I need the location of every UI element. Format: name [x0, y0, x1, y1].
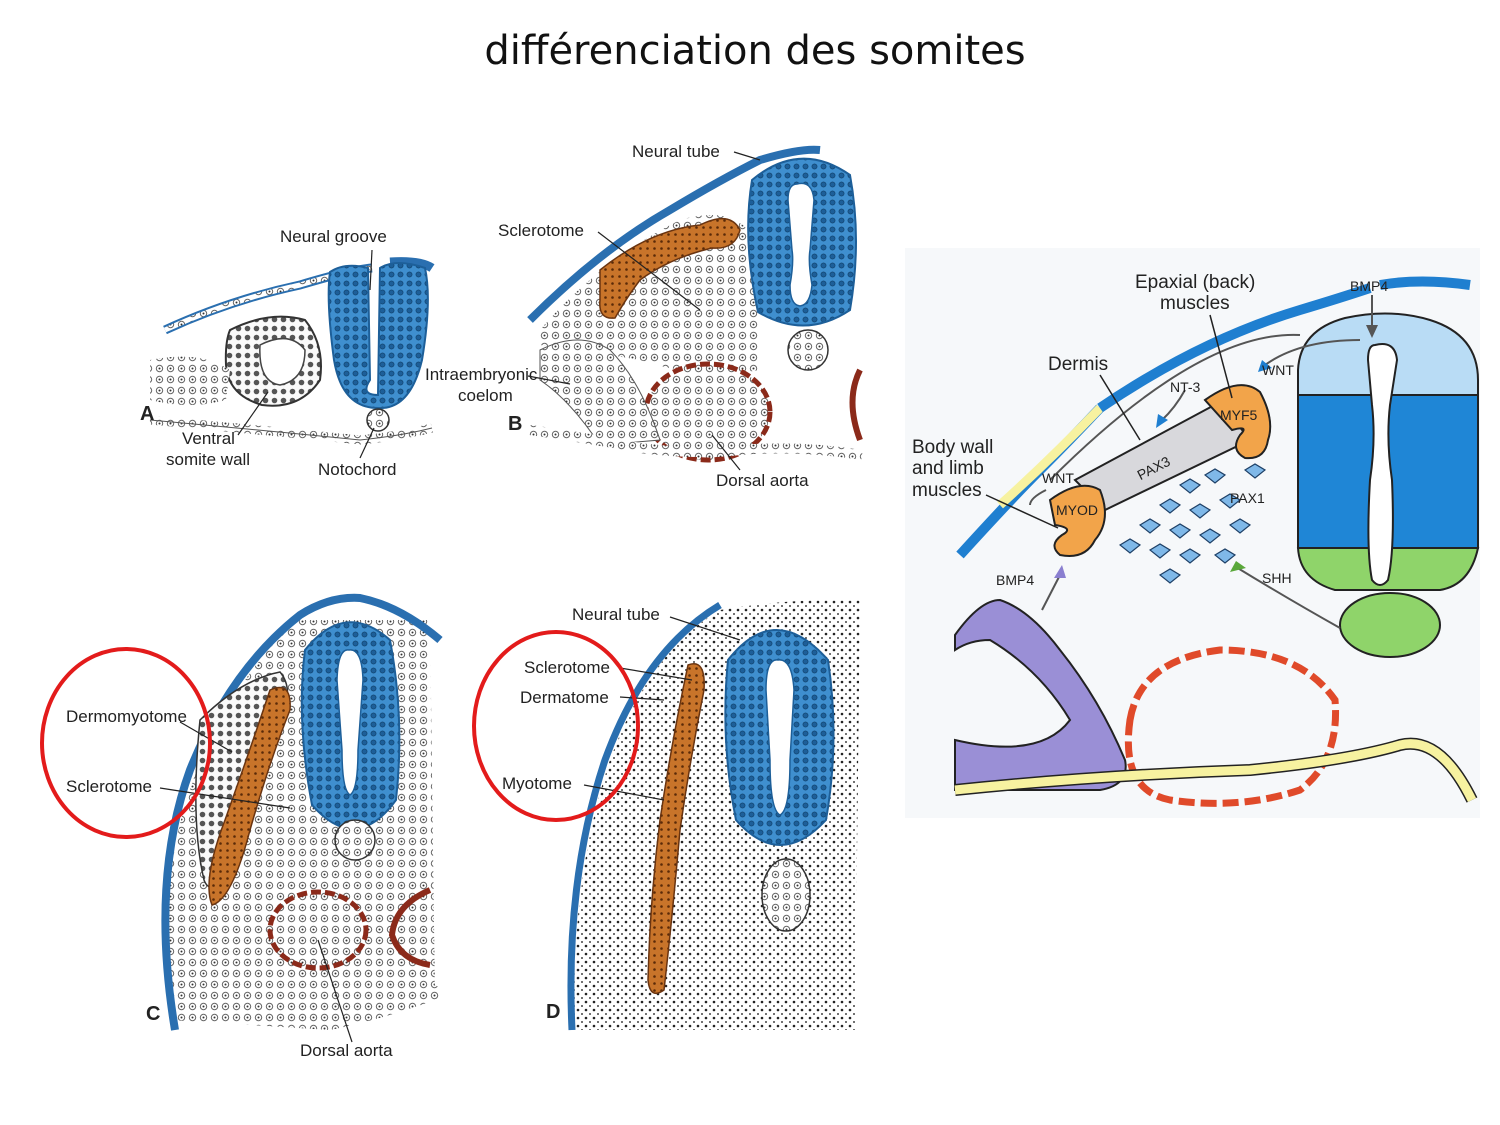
panel-d: Neural tube Sclerotome Dermatome Myotome…: [472, 599, 860, 1031]
label-neural-groove: Neural groove: [280, 227, 387, 246]
notochord-green: [1339, 592, 1441, 658]
coelom-b: [539, 339, 661, 446]
panel-letter-d: D: [546, 1001, 560, 1023]
ectoderm-b: [527, 145, 821, 323]
label-ventral-2: somite wall: [166, 450, 250, 469]
label-notochord: Notochord: [318, 460, 396, 479]
myotome-d: [647, 663, 705, 995]
highlight-circle-d: [472, 630, 640, 822]
notochord-b: [787, 329, 829, 371]
panel-letter-a: A: [140, 403, 154, 425]
signal-arrows: [1029, 295, 1373, 629]
label-pax1: PAX1: [1230, 490, 1265, 506]
endoderm-c: [276, 980, 444, 1015]
slide-title: différenciation des somites: [484, 28, 1026, 74]
label-wnt-left: WNT: [1042, 470, 1074, 486]
myod-orange: [1048, 484, 1106, 557]
label-epaxial-1: Epaxial (back): [1135, 272, 1255, 293]
panel-a: Neural groove Ventral somite wall Notoch…: [140, 227, 435, 479]
label-dermis: Dermis: [1048, 354, 1108, 375]
aorta-red: [1124, 646, 1340, 807]
label-coelom-1: Intraembryonic: [425, 365, 538, 384]
label-bmp4-bottom: BMP4: [996, 572, 1034, 588]
myf5-orange: [1203, 384, 1272, 460]
panel-b: Neural tube Sclerotome Intraembryonic co…: [425, 142, 863, 490]
panel-letter-c: C: [146, 1003, 160, 1025]
notochord-d: [761, 858, 811, 932]
label-shh: SHH: [1262, 570, 1292, 586]
dorsal-aorta-c: [267, 889, 369, 971]
notochord-c: [334, 819, 376, 861]
label-dermomyotome-c: Dermomyotome: [66, 707, 187, 726]
neural-groove-tissue: [327, 262, 429, 410]
label-neural-tube-b: Neural tube: [632, 142, 720, 161]
label-ventral-1: Ventral: [182, 429, 235, 448]
label-epaxial-2: muscles: [1160, 293, 1230, 314]
label-body-1: Body wall: [912, 437, 993, 458]
label-sclerotome-b: Sclerotome: [498, 221, 584, 240]
panel-right: Epaxial (back) muscles BMP4 Dermis NT-3 …: [905, 248, 1480, 818]
label-body-3: muscles: [912, 480, 982, 501]
label-myod: MYOD: [1056, 502, 1098, 518]
endoderm-b: [529, 425, 863, 460]
highlight-circle-c: [40, 647, 212, 839]
label-neural-tube-d: Neural tube: [572, 605, 660, 624]
panel-c: Dermomyotome Sclerotome Dorsal aorta C: [40, 593, 444, 1060]
label-sclerotome-d: Sclerotome: [524, 658, 610, 677]
label-sclerotome-c: Sclerotome: [66, 777, 152, 796]
sclerotome-c: [208, 686, 291, 906]
label-wnt-top: WNT: [1262, 362, 1294, 378]
label-nt3: NT-3: [1170, 379, 1201, 395]
mesoderm-a: [150, 356, 230, 405]
panel-letter-b: B: [508, 413, 522, 435]
label-myf5: MYF5: [1220, 407, 1258, 423]
notochord-a: [366, 408, 390, 432]
label-coelom-2: coelom: [458, 386, 513, 405]
label-dermatome-d: Dermatome: [520, 688, 609, 707]
label-bmp4-top: BMP4: [1350, 278, 1388, 294]
label-myotome-d: Myotome: [502, 774, 572, 793]
ectoderm-c: [161, 593, 443, 1031]
sclerotome-cells: [1118, 463, 1267, 584]
label-dorsal-aorta-c: Dorsal aorta: [300, 1041, 393, 1060]
mesenchyme-b: [540, 215, 760, 374]
sclerotome-b: [599, 217, 741, 319]
ectoderm-d: [567, 601, 722, 1031]
purple-tissue: [954, 598, 1127, 791]
label-body-2: and limb: [912, 458, 984, 479]
label-dorsal-aorta-b: Dorsal aorta: [716, 471, 809, 490]
